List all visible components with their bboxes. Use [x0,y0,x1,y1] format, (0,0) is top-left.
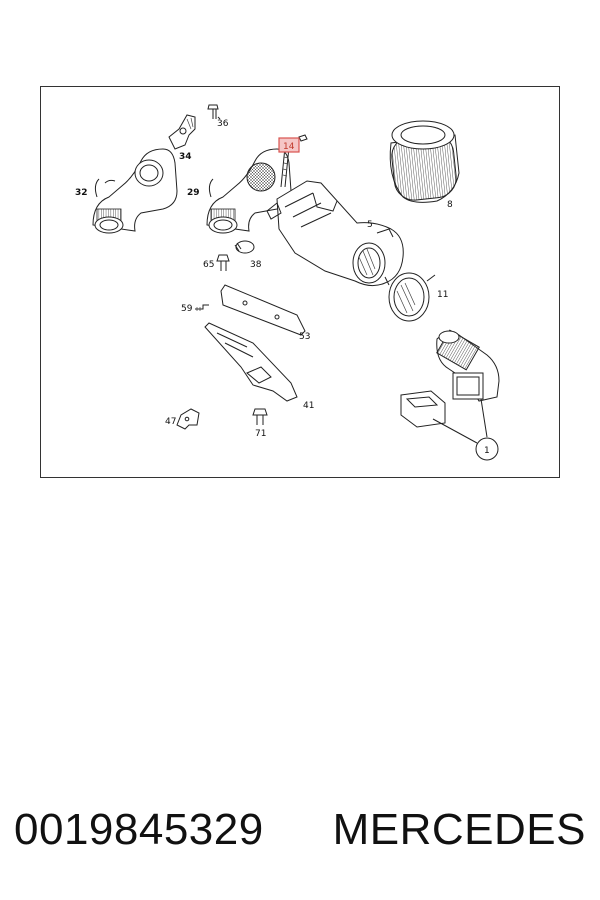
callout-1: 1 [484,446,490,456]
part-5-air-filter-housing: 5 [266,180,404,287]
part-29-intake-duct: 29 [187,148,292,234]
callout-14-highlight-box [278,137,300,153]
part-8-filter-cartridge: 8 [389,120,460,210]
callout-71: 71 [255,429,266,439]
callout-32: 32 [75,188,88,198]
part-65-screw: 65 [203,254,230,271]
callout-65: 65 [203,260,214,270]
callout-36: 36 [217,119,229,129]
part-47-clip: 47 [165,408,200,430]
part-1-hose-assembly: 1 [400,329,500,461]
part-32-intake-duct: 32 [75,148,178,234]
part-38-hose-clamp: 38 [234,240,262,270]
callout-34: 34 [179,152,192,162]
part-53-bracket-plate: 53 [220,284,310,342]
part-11-cover: 11 [384,272,448,322]
callout-53: 53 [299,332,310,342]
callout-11: 11 [437,290,448,300]
callout-29: 29 [187,188,200,198]
part-14-bolt: 14 [278,134,308,188]
callout-8: 8 [447,200,453,210]
part-59-screw: 59 [181,304,209,314]
callout-47: 47 [165,417,176,427]
part-36-bolt: 36 [207,104,229,129]
part-41-support-bracket: 41 [204,322,314,411]
brand-name: MERCEDES [332,805,586,854]
callout-14: 14 [283,142,295,152]
callout-38: 38 [250,260,262,270]
part-info-footer: 0019845329 MERCEDES [0,800,600,860]
parts-diagram-frame: 36 34 32 29 [40,86,560,478]
callout-5: 5 [367,220,373,230]
part-71-screw: 71 [252,408,268,439]
exploded-parts-diagram: 36 34 32 29 [75,104,500,461]
part-number: 0019845329 [14,805,264,854]
callout-41: 41 [303,401,314,411]
part-34-bracket: 34 [168,114,196,162]
callout-59: 59 [181,304,193,314]
